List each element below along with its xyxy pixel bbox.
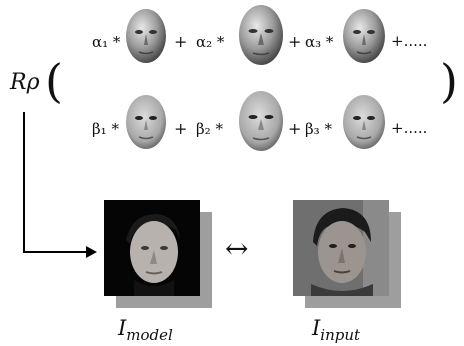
beta-2-label: β₂ * <box>196 120 223 138</box>
caption-model-sub: model <box>126 326 173 345</box>
caption-input-sub: input <box>320 326 361 345</box>
shape-face-2 <box>236 4 286 72</box>
shape-face-1 <box>124 8 168 70</box>
model-image <box>104 200 200 296</box>
plus-sign-1: + <box>174 32 188 51</box>
plus-sign-4: + <box>288 119 302 138</box>
double-arrow: ↔ <box>225 232 249 265</box>
plus-sign-3: + <box>174 119 188 138</box>
caption-model-main: I <box>118 316 127 340</box>
alpha-2-label: α₂ * <box>196 33 225 51</box>
texture-row-continuation: +..... <box>391 119 428 137</box>
caption-model: Imodel <box>118 316 173 344</box>
caption-input-main: I <box>312 316 321 340</box>
alpha-1-label: α₁ * <box>92 33 121 51</box>
close-parenthesis: ) <box>440 54 458 108</box>
input-image <box>293 200 389 296</box>
plus-sign-2: + <box>288 32 302 51</box>
caption-input: Iinput <box>312 316 360 344</box>
alpha-3-label: α₃ * <box>305 33 334 51</box>
texture-face-2 <box>236 90 286 158</box>
beta-3-label: β₃ * <box>305 120 332 138</box>
texture-face-3 <box>341 94 387 156</box>
texture-face-1 <box>124 94 168 156</box>
shape-face-3 <box>341 8 387 70</box>
beta-1-label: β₁ * <box>92 120 119 138</box>
open-parenthesis: ( <box>45 54 63 108</box>
rotation-symbol: Rρ <box>10 70 40 95</box>
shape-row-continuation: +..... <box>391 32 428 50</box>
